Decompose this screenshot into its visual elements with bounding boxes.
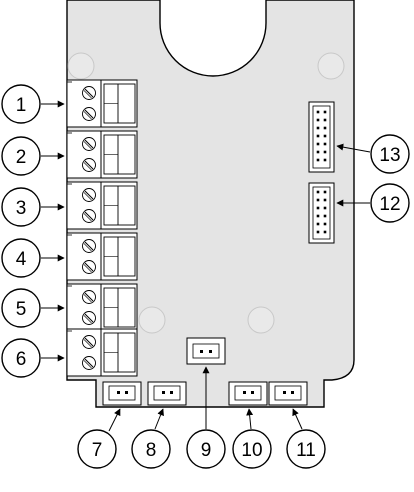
screw-icon <box>82 137 96 151</box>
callout-number: 5 <box>16 299 27 320</box>
header-pin <box>316 190 320 194</box>
callout-9: 9 <box>186 429 226 469</box>
terminal-block <box>66 328 138 377</box>
callout-number: 6 <box>16 349 27 370</box>
header-pin <box>316 158 320 162</box>
callout-number: 11 <box>296 440 316 461</box>
callout-5: 5 <box>1 288 41 328</box>
callout-1: 1 <box>1 84 41 124</box>
connector-9 <box>186 337 226 365</box>
mounting-hole <box>67 52 95 80</box>
header-pin <box>323 198 327 202</box>
mounting-holes <box>67 52 345 334</box>
callout-number: 12 <box>379 194 400 215</box>
screw-icon <box>82 107 96 121</box>
callout-13: 13 <box>370 134 410 174</box>
callout-number: 9 <box>201 440 212 461</box>
header-pin <box>323 118 327 122</box>
terminal-block-column <box>66 79 138 377</box>
screw-icon <box>82 209 96 223</box>
header-pin <box>323 206 327 210</box>
header-pin <box>316 150 320 154</box>
header-pin <box>323 150 327 154</box>
header-pin <box>323 230 327 234</box>
header-pin <box>316 198 320 202</box>
callout-leaders <box>41 100 371 432</box>
terminal-block <box>66 283 138 332</box>
callout-8: 8 <box>131 429 171 469</box>
circuit-board <box>66 0 355 408</box>
callout-number: 10 <box>241 440 262 461</box>
header-pin <box>316 230 320 234</box>
callout-number: 4 <box>16 249 27 270</box>
callout-12: 12 <box>370 183 410 223</box>
mounting-hole <box>138 306 166 334</box>
header-pin <box>323 110 327 114</box>
screw-icon <box>82 86 96 100</box>
bottom-connector <box>228 381 268 406</box>
bottom-connector <box>102 381 142 406</box>
screw-icon <box>82 260 96 274</box>
callout-2: 2 <box>1 136 41 176</box>
header-pin <box>316 206 320 210</box>
screw-icon <box>82 239 96 253</box>
bottom-connector <box>147 381 187 406</box>
leader-line <box>108 408 121 432</box>
callout-4: 4 <box>1 238 41 278</box>
header-pin <box>323 214 327 218</box>
header-pin <box>323 134 327 138</box>
bottom-connector-row <box>102 381 308 406</box>
header-pin <box>316 118 320 122</box>
leader-line <box>246 408 254 430</box>
header-pin <box>323 126 327 130</box>
mounting-hole <box>247 306 275 334</box>
screw-icon <box>82 311 96 325</box>
pin-header-12 <box>308 182 335 244</box>
leader-line <box>154 408 164 430</box>
screw-icon <box>82 356 96 370</box>
pin-header-13 <box>308 101 335 173</box>
callout-3: 3 <box>1 187 41 227</box>
header-pin <box>323 222 327 226</box>
screw-icon <box>82 158 96 172</box>
bottom-connector <box>268 381 308 406</box>
header-pin <box>316 126 320 130</box>
header-pin <box>323 142 327 146</box>
header-pin <box>316 110 320 114</box>
header-pin <box>316 222 320 226</box>
terminal-block <box>66 181 138 230</box>
header-pin <box>323 158 327 162</box>
callout-number: 7 <box>92 440 103 461</box>
header-pin <box>316 142 320 146</box>
callout-10: 10 <box>232 429 272 469</box>
terminal-block <box>66 79 138 128</box>
callout-number: 1 <box>16 95 27 116</box>
leader-line <box>292 408 303 430</box>
callout-number: 13 <box>379 145 400 166</box>
callout-7: 7 <box>77 429 117 469</box>
screw-icon <box>82 188 96 202</box>
terminal-block <box>66 232 138 281</box>
callout-number: 8 <box>146 440 157 461</box>
screw-icon <box>82 335 96 349</box>
header-pin <box>323 190 327 194</box>
terminal-block <box>66 130 138 179</box>
header-pin <box>316 214 320 218</box>
callout-6: 6 <box>1 338 41 378</box>
callout-number: 2 <box>16 147 27 168</box>
header-pin <box>316 134 320 138</box>
leader-line <box>336 143 371 153</box>
callout-11: 11 <box>286 429 326 469</box>
mounting-hole <box>317 52 345 80</box>
callout-number: 3 <box>16 198 27 219</box>
screw-icon <box>82 290 96 304</box>
